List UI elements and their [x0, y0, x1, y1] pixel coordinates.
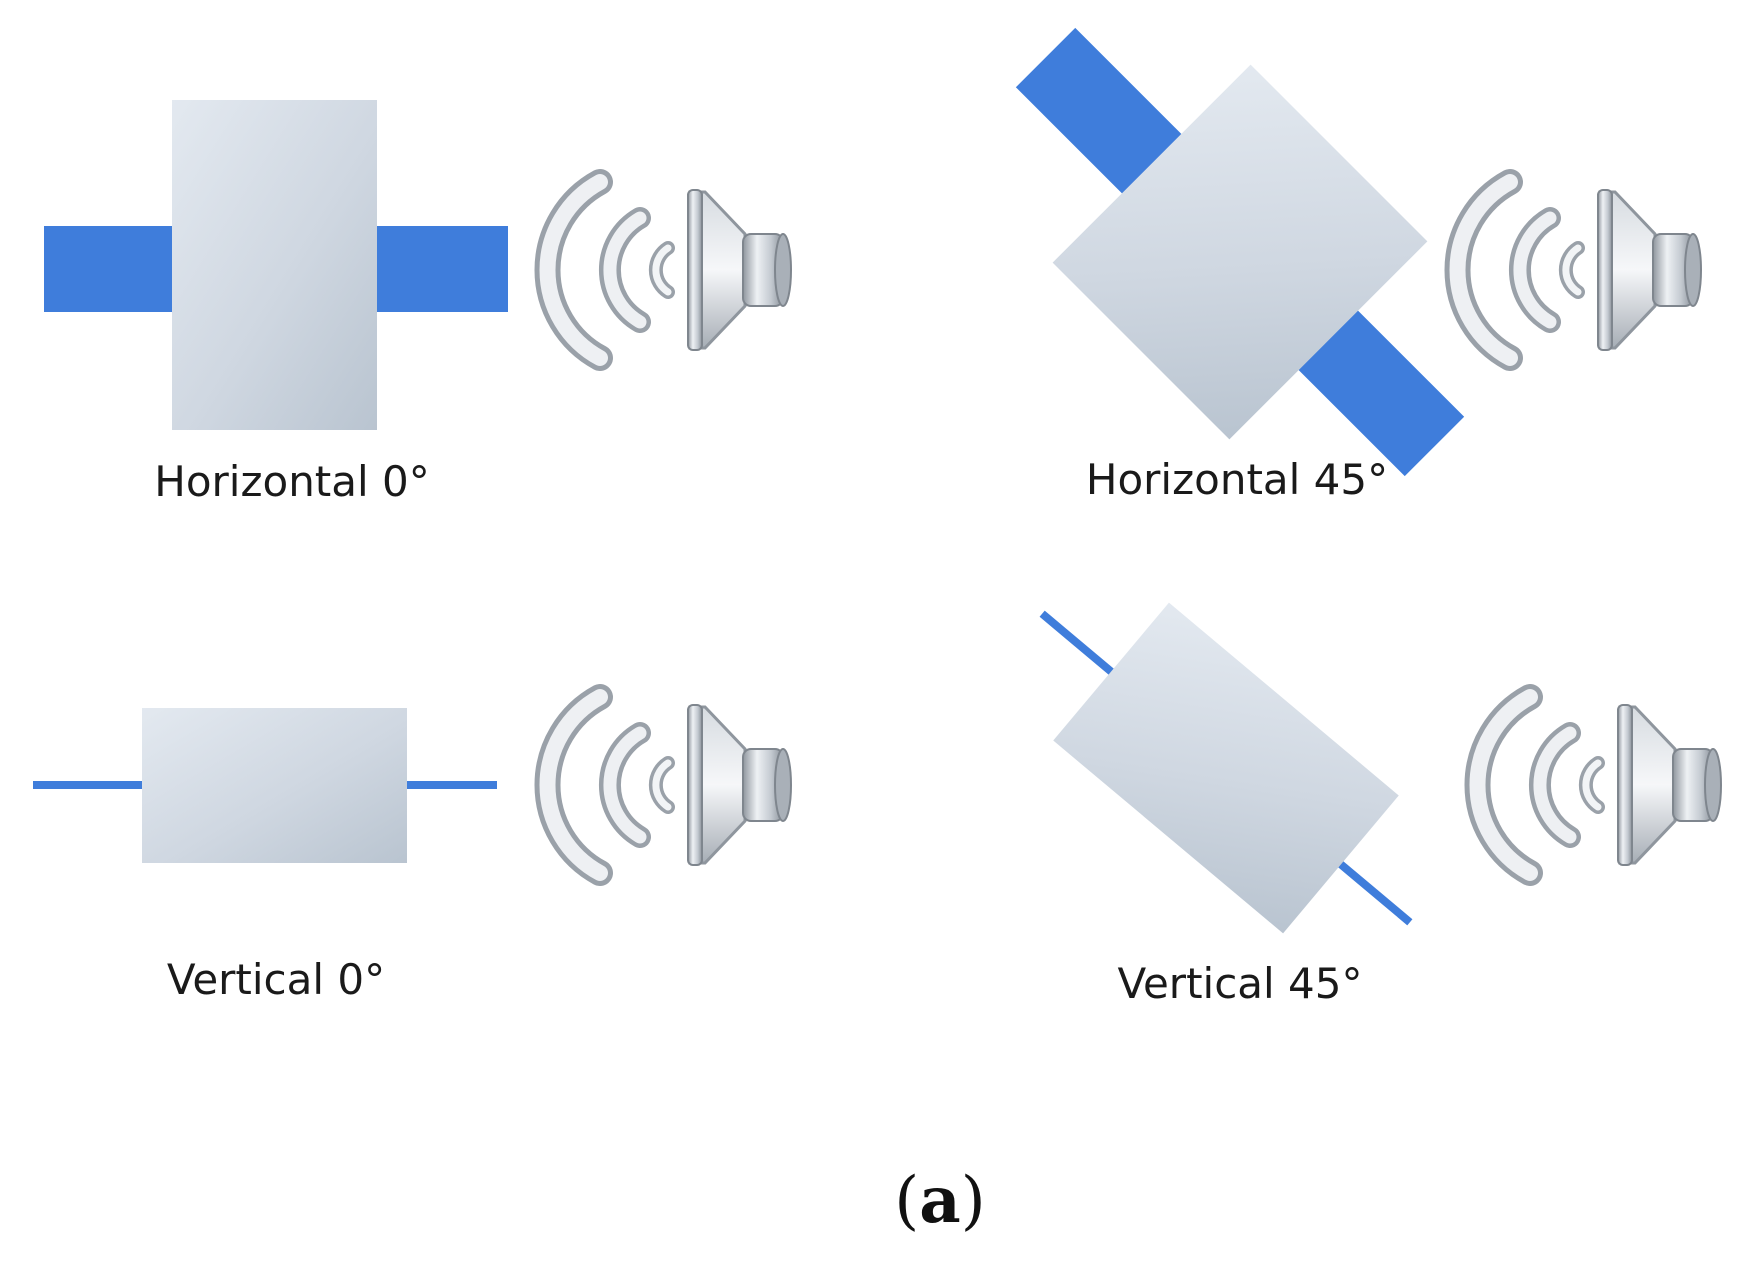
panel-vertical-0: Vertical 0°	[33, 697, 791, 1004]
panel-label-horizontal-45: Horizontal 45°	[1086, 455, 1388, 504]
speaker-icon	[1457, 182, 1701, 358]
speaker-icon	[547, 182, 791, 358]
panel-horizontal-0: Horizontal 0°	[44, 100, 791, 506]
figure-label: (a)	[894, 1163, 985, 1238]
speaker-icon	[547, 697, 791, 873]
figure-label-close: )	[961, 1164, 986, 1238]
sample-block	[1053, 602, 1399, 934]
panel-label-vertical-0: Vertical 0°	[167, 955, 385, 1004]
sample-block	[142, 708, 407, 863]
panel-label-horizontal-0: Horizontal 0°	[154, 457, 430, 506]
figure-label-letter: a	[919, 1163, 960, 1238]
panel-vertical-45: Vertical 45°	[1039, 602, 1721, 1008]
panel-label-vertical-45: Vertical 45°	[1117, 959, 1362, 1008]
figure-label-open: (	[894, 1164, 919, 1238]
strip-left-thin	[33, 781, 143, 789]
strip-left	[44, 226, 176, 312]
strip-right-thin	[402, 781, 497, 789]
sample-block	[1052, 64, 1428, 440]
speaker-icon	[1477, 697, 1721, 873]
panel-horizontal-45: Horizontal 45°	[1015, 27, 1701, 504]
sample-block	[172, 100, 377, 430]
strip-right	[374, 226, 508, 312]
